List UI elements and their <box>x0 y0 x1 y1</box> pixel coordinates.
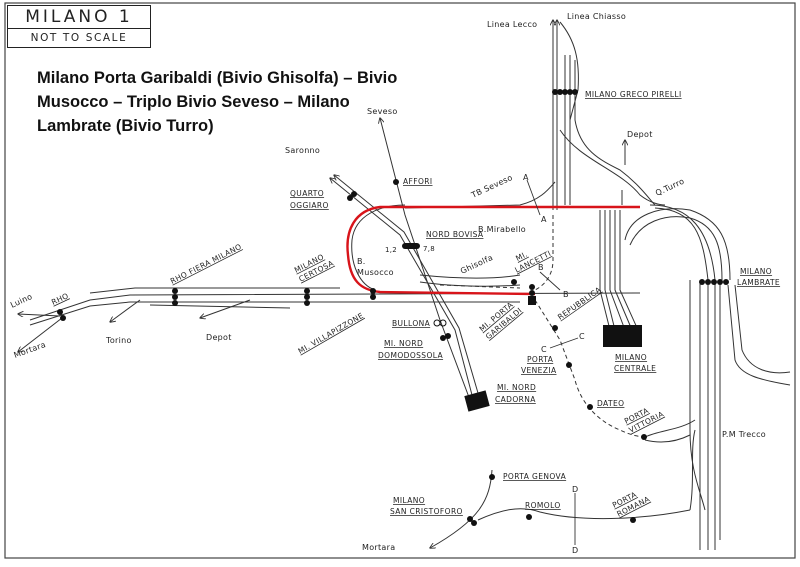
station-label: DATEO <box>597 399 624 408</box>
station-label: BULLONA <box>392 319 431 328</box>
centrale-terminus <box>603 325 642 347</box>
station-label: MILANO GRECO PIRELLI <box>585 90 682 99</box>
section-mark-c: C <box>541 345 547 354</box>
section-mark-b: B <box>538 263 544 272</box>
station-label: DOMODOSSOLA <box>378 351 444 360</box>
scale-note: NOT TO SCALE <box>30 32 128 44</box>
section-mark-a: A <box>523 173 529 182</box>
route-title-line: Lambrate (Bivio Turro) <box>37 117 214 135</box>
map-title: MILANO 1 <box>8 6 150 29</box>
station-label: PORTA <box>527 355 554 364</box>
tracks <box>18 20 791 550</box>
route-title: Milano Porta Garibaldi (Bivio Ghisolfa) … <box>37 66 457 138</box>
section-mark-c: C <box>579 332 585 341</box>
station-label: OGGIARO <box>290 201 329 210</box>
place-label: Ghisolfa <box>459 253 494 276</box>
station-label: LAMBRATE <box>737 278 780 287</box>
station-label: RHO FIERA MILANO <box>169 242 243 286</box>
station-label: MILANO <box>615 353 647 362</box>
place-label: Depot <box>627 130 653 139</box>
station-label: RHO <box>50 291 70 307</box>
highlighted-route <box>346 205 640 296</box>
station-dots <box>57 89 729 526</box>
section-mark-a: A <box>541 215 547 224</box>
station-label: ROMOLO <box>525 501 561 510</box>
place-label: Saronno <box>285 146 320 155</box>
map-border <box>4 2 796 559</box>
station-label: SAN CRISTOFORO <box>390 507 463 516</box>
passante-dashed <box>439 215 646 438</box>
station-label: CENTRALE <box>614 364 656 373</box>
place-label: 7,8 <box>423 245 435 253</box>
section-mark-d: D <box>572 546 578 555</box>
station-label: NORD BOVISA <box>426 230 484 239</box>
place-label: Musocco <box>357 268 394 277</box>
station-label: MILANO <box>740 267 772 276</box>
bullona-rings <box>433 319 447 327</box>
place-label: Linea Lecco <box>487 20 537 29</box>
station-label: QUARTO <box>290 189 324 198</box>
section-letters: A A B B C C D D <box>523 173 585 555</box>
cadorna-terminus <box>464 390 490 412</box>
station-label: CADORNA <box>495 395 536 404</box>
place-label: Torino <box>105 336 132 345</box>
section-mark-b: B <box>563 290 569 299</box>
place-label: TB Seveso <box>469 173 514 200</box>
place-label: Q.Turro <box>654 177 686 198</box>
route-title-line: Milano Porta Garibaldi (Bivio Ghisolfa) … <box>37 69 398 87</box>
place-label: Seveso <box>367 107 398 116</box>
place-label: 1,2 <box>385 246 397 254</box>
station-label: PORTA GENOVA <box>503 472 567 481</box>
section-cuts <box>526 179 579 545</box>
place-label: Luino <box>9 292 34 310</box>
station-label: MI. NORD <box>384 339 423 348</box>
station-label: MILANO <box>393 496 425 505</box>
section-mark-d: D <box>572 485 578 494</box>
place-label: P.M Trecco <box>722 430 766 439</box>
station-label: MI. VILLAPIZZONE <box>297 311 366 356</box>
place-label: Depot <box>206 333 232 342</box>
place-label: Linea Chiasso <box>567 12 626 21</box>
map-title-box: MILANO 1 NOT TO SCALE <box>7 5 151 48</box>
place-label: B.Mirabello <box>478 225 526 234</box>
station-label: AFFORI <box>403 177 433 186</box>
station-label: VENEZIA <box>521 366 557 375</box>
route-title-line: Musocco – Triplo Bivio Seveso – Milano <box>37 93 350 111</box>
place-label: Mortara <box>362 543 395 552</box>
place-label: B. <box>357 257 366 266</box>
station-label: MI. NORD <box>497 383 536 392</box>
